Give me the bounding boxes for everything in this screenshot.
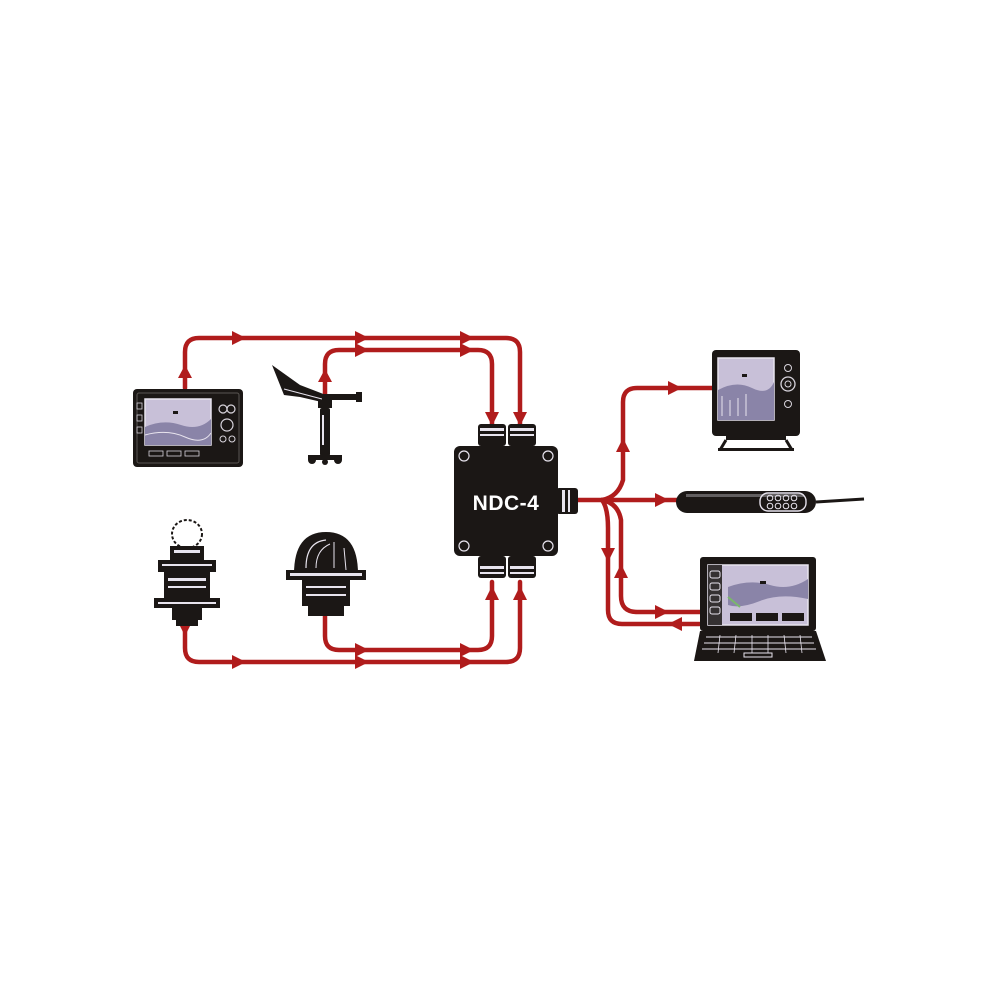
arrow-up-wind	[318, 369, 332, 382]
wire-sensor-to-hub	[322, 579, 495, 653]
arrow-right-bottom-3	[460, 655, 474, 669]
wire-plotter-to-hub	[182, 335, 523, 431]
speed-sensor-icon	[286, 532, 366, 616]
arrow-up-right-1	[616, 438, 630, 452]
arrow-right-top-3	[460, 331, 474, 345]
arrow-right-bottom-1	[232, 655, 246, 669]
usb-adapter-icon	[676, 491, 865, 513]
arrow-right-bottom-2	[355, 655, 369, 669]
arrow-up-hub-1	[485, 586, 499, 600]
arrow-down-right-1	[601, 548, 615, 562]
hub-label: NDC-4	[473, 492, 540, 515]
arrow-right-laptop	[655, 605, 669, 619]
arrow-down-hub-1	[485, 412, 499, 426]
arrow-right-bottom-5	[460, 643, 474, 657]
wire-hub-to-plotter	[599, 385, 715, 503]
arrow-left-laptop	[668, 617, 682, 631]
chartplotter-icon	[133, 389, 243, 467]
depth-transducer-icon	[154, 519, 220, 626]
wind-sensor-icon	[272, 365, 362, 465]
arrow-up-hub-2	[513, 586, 527, 600]
arrow-right-top-1	[232, 331, 246, 345]
wiring	[182, 335, 715, 665]
laptop-icon	[694, 557, 826, 661]
arrow-right-top-5	[460, 343, 474, 357]
arrow-down-hub-2	[513, 412, 527, 426]
wire-hub-to-laptop-2	[599, 497, 708, 627]
wire-wind-to-hub	[322, 347, 495, 431]
arrow-right-usb	[655, 493, 669, 507]
arrow-right-plotter	[668, 381, 682, 395]
arrow-right-top-4	[355, 343, 369, 357]
arrow-up-right-2	[614, 564, 628, 578]
ndc4-hub: NDC-4	[454, 424, 578, 578]
wire-transducer-to-hub	[182, 579, 523, 665]
arrow-up-plotter	[178, 365, 192, 378]
arrow-right-bottom-4	[355, 643, 369, 657]
arrow-right-top-2	[355, 331, 369, 345]
chartplotter-icon	[712, 350, 800, 451]
wire-hub-to-laptop-1	[599, 497, 708, 615]
